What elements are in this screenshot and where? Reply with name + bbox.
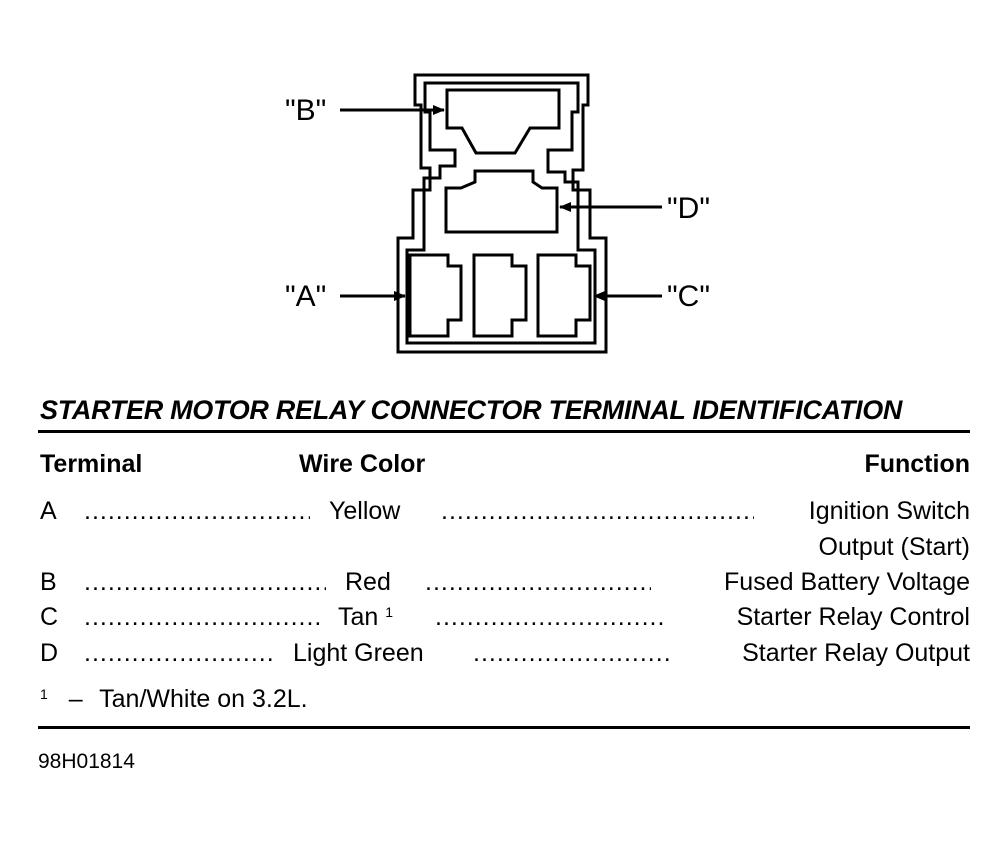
- connector-diagram: "B" "D" "A" "C": [285, 73, 710, 354]
- row-d-wire-color: Light Green: [293, 639, 424, 667]
- terminal-b-cavity: [445, 88, 561, 155]
- row-d-function: Starter Relay Output: [742, 639, 970, 667]
- footnote-dash: –: [68, 685, 83, 713]
- footnote: 1 – Tan/White on 3.2L.: [40, 685, 308, 714]
- row-c-terminal: C: [40, 603, 59, 631]
- row-b-terminal: B: [40, 568, 57, 596]
- row-a-wire-color: Yellow: [329, 497, 401, 525]
- row-c-function: Starter Relay Control: [736, 603, 970, 631]
- row-a-leader-left: ........................................…: [84, 497, 310, 525]
- terminal-a-cavity: [408, 253, 463, 338]
- terminal-d-cavity: [444, 169, 559, 234]
- header-terminal: Terminal: [40, 450, 143, 478]
- row-a-terminal: A: [40, 497, 57, 525]
- row-d-leader-left: .......................................: [84, 639, 274, 667]
- row-b-function: Fused Battery Voltage: [724, 568, 970, 596]
- row-b-leader-right: ........................................…: [425, 568, 651, 596]
- row-a-leader-right: ........................................…: [441, 497, 754, 525]
- header-function: Function: [864, 450, 970, 478]
- row-c-leader-left: ........................................…: [84, 603, 319, 631]
- bottom-rule: [38, 726, 970, 729]
- callout-b-label: "B": [285, 94, 326, 127]
- row-c-wire-color-text: Tan: [338, 603, 379, 631]
- callout-c-label: "C": [667, 280, 710, 313]
- figure-code: 98H01814: [38, 750, 135, 773]
- callout-a-label: "A": [285, 280, 326, 313]
- row-b-leader-left: ........................................…: [84, 568, 326, 596]
- terminal-center-cavity: [472, 253, 528, 338]
- terminal-c-cavity: [536, 253, 592, 338]
- header-wire-color: Wire Color: [299, 450, 426, 478]
- table-title: STARTER MOTOR RELAY CONNECTOR TERMINAL I…: [40, 395, 903, 425]
- row-c-leader-right: ........................................…: [435, 603, 665, 631]
- connector-housing-outer: [396, 73, 608, 354]
- row-b-wire-color: Red: [345, 568, 391, 596]
- footnote-text: Tan/White on 3.2L.: [99, 685, 308, 713]
- row-a-function: Ignition Switch: [808, 497, 970, 525]
- row-d-terminal: D: [40, 639, 59, 667]
- row-a-function-cont: Output (Start): [818, 533, 970, 561]
- row-c-wire-color: Tan 1: [338, 603, 393, 632]
- row-c-footnote-marker: 1: [385, 604, 394, 620]
- connector-housing-inner: [405, 81, 597, 345]
- title-rule: [38, 430, 970, 433]
- footnote-marker: 1: [40, 686, 48, 702]
- callout-d-label: "D": [667, 192, 710, 225]
- row-d-leader-right: ........................................…: [473, 639, 673, 667]
